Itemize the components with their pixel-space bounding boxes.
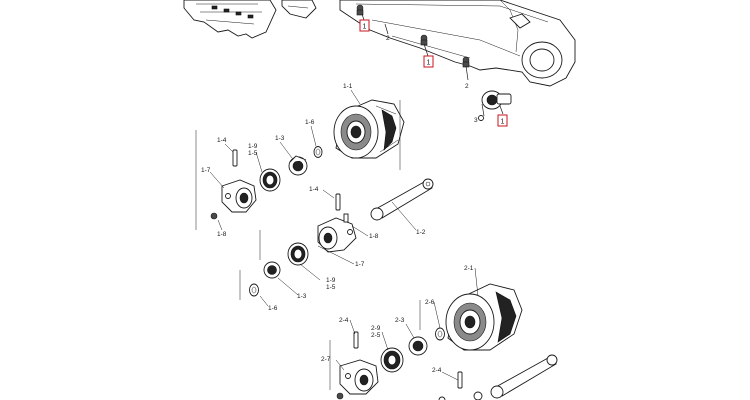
collar-2-7 <box>336 359 379 400</box>
alignment-lines <box>195 100 421 390</box>
label-1-1: 1-1 <box>343 83 353 90</box>
bushing-1-3-lower <box>263 261 281 279</box>
label-1-7a: 1-7 <box>201 167 211 174</box>
label-1-8a: 1-8 <box>217 231 227 238</box>
collar-1-7-upper <box>221 179 257 213</box>
collar-1-7-middle <box>317 213 357 253</box>
label-1-4b: 1-4 <box>309 186 319 193</box>
ref-box-1c[interactable]: 1 <box>497 114 508 127</box>
svg-text:1: 1 <box>427 60 431 67</box>
label-1-4a: 1-4 <box>217 137 227 144</box>
track-frame <box>183 0 576 87</box>
seal-1-9-upper <box>259 168 281 192</box>
label-1-2: 1-2 <box>416 229 426 236</box>
label-1-8b: 1-8 <box>369 233 379 240</box>
ref-box-1a[interactable]: 1 <box>359 19 370 32</box>
label-1-9b: 1-9 <box>326 277 336 284</box>
roller-1-1 <box>333 99 405 159</box>
label-1-3b: 1-3 <box>297 293 307 300</box>
label-2-7: 2-7 <box>321 356 331 363</box>
bushing-2-3 <box>408 336 428 356</box>
svg-text:1: 1 <box>363 24 367 31</box>
label-2-5: 2-5 <box>371 332 381 339</box>
pin-1-4-upper <box>232 149 238 167</box>
seal-1-9-middle <box>287 242 309 266</box>
pin-2-4-upper <box>353 331 359 349</box>
plug-1-8-upper <box>210 212 218 220</box>
leader-lines <box>209 89 479 381</box>
part-labels: 2 2 3 1-1 1-6 1-4 1-9 1-5 1-3 1-7 1-8 1-… <box>201 35 478 374</box>
bushing-1-3-upper <box>288 155 308 176</box>
pin-2-4-lower <box>457 371 463 389</box>
label-2-4a: 2-4 <box>339 317 349 324</box>
label-2a: 2 <box>386 35 390 42</box>
shaft-2 <box>490 354 558 399</box>
label-2b: 2 <box>465 83 469 90</box>
label-2-1: 2-1 <box>464 265 474 272</box>
label-1-5a: 1-5 <box>248 150 258 157</box>
label-2-9: 2-9 <box>371 325 381 332</box>
washer-1-6-lower <box>249 283 259 297</box>
label-1-7b: 1-7 <box>355 261 365 268</box>
label-1-5b: 1-5 <box>326 284 336 291</box>
label-1-6a: 1-6 <box>305 119 315 126</box>
roller-2-1 <box>445 283 523 351</box>
label-3: 3 <box>474 117 478 124</box>
seal-2-9 <box>380 347 404 373</box>
support-roller <box>478 90 512 121</box>
svg-text:1: 1 <box>501 119 505 126</box>
washer-2-6 <box>435 327 445 341</box>
label-1-3a: 1-3 <box>275 135 285 142</box>
label-2-3: 2-3 <box>395 317 405 324</box>
shaft-1-2 <box>370 178 434 221</box>
pin-1-4-middle <box>335 193 341 211</box>
ref-box-1b[interactable]: 1 <box>423 55 434 68</box>
label-2-4b: 2-4 <box>432 367 442 374</box>
label-1-9a: 1-9 <box>248 143 258 150</box>
label-2-6: 2-6 <box>425 299 435 306</box>
washer-1-6-upper <box>313 146 323 158</box>
label-1-6b: 1-6 <box>268 305 278 312</box>
